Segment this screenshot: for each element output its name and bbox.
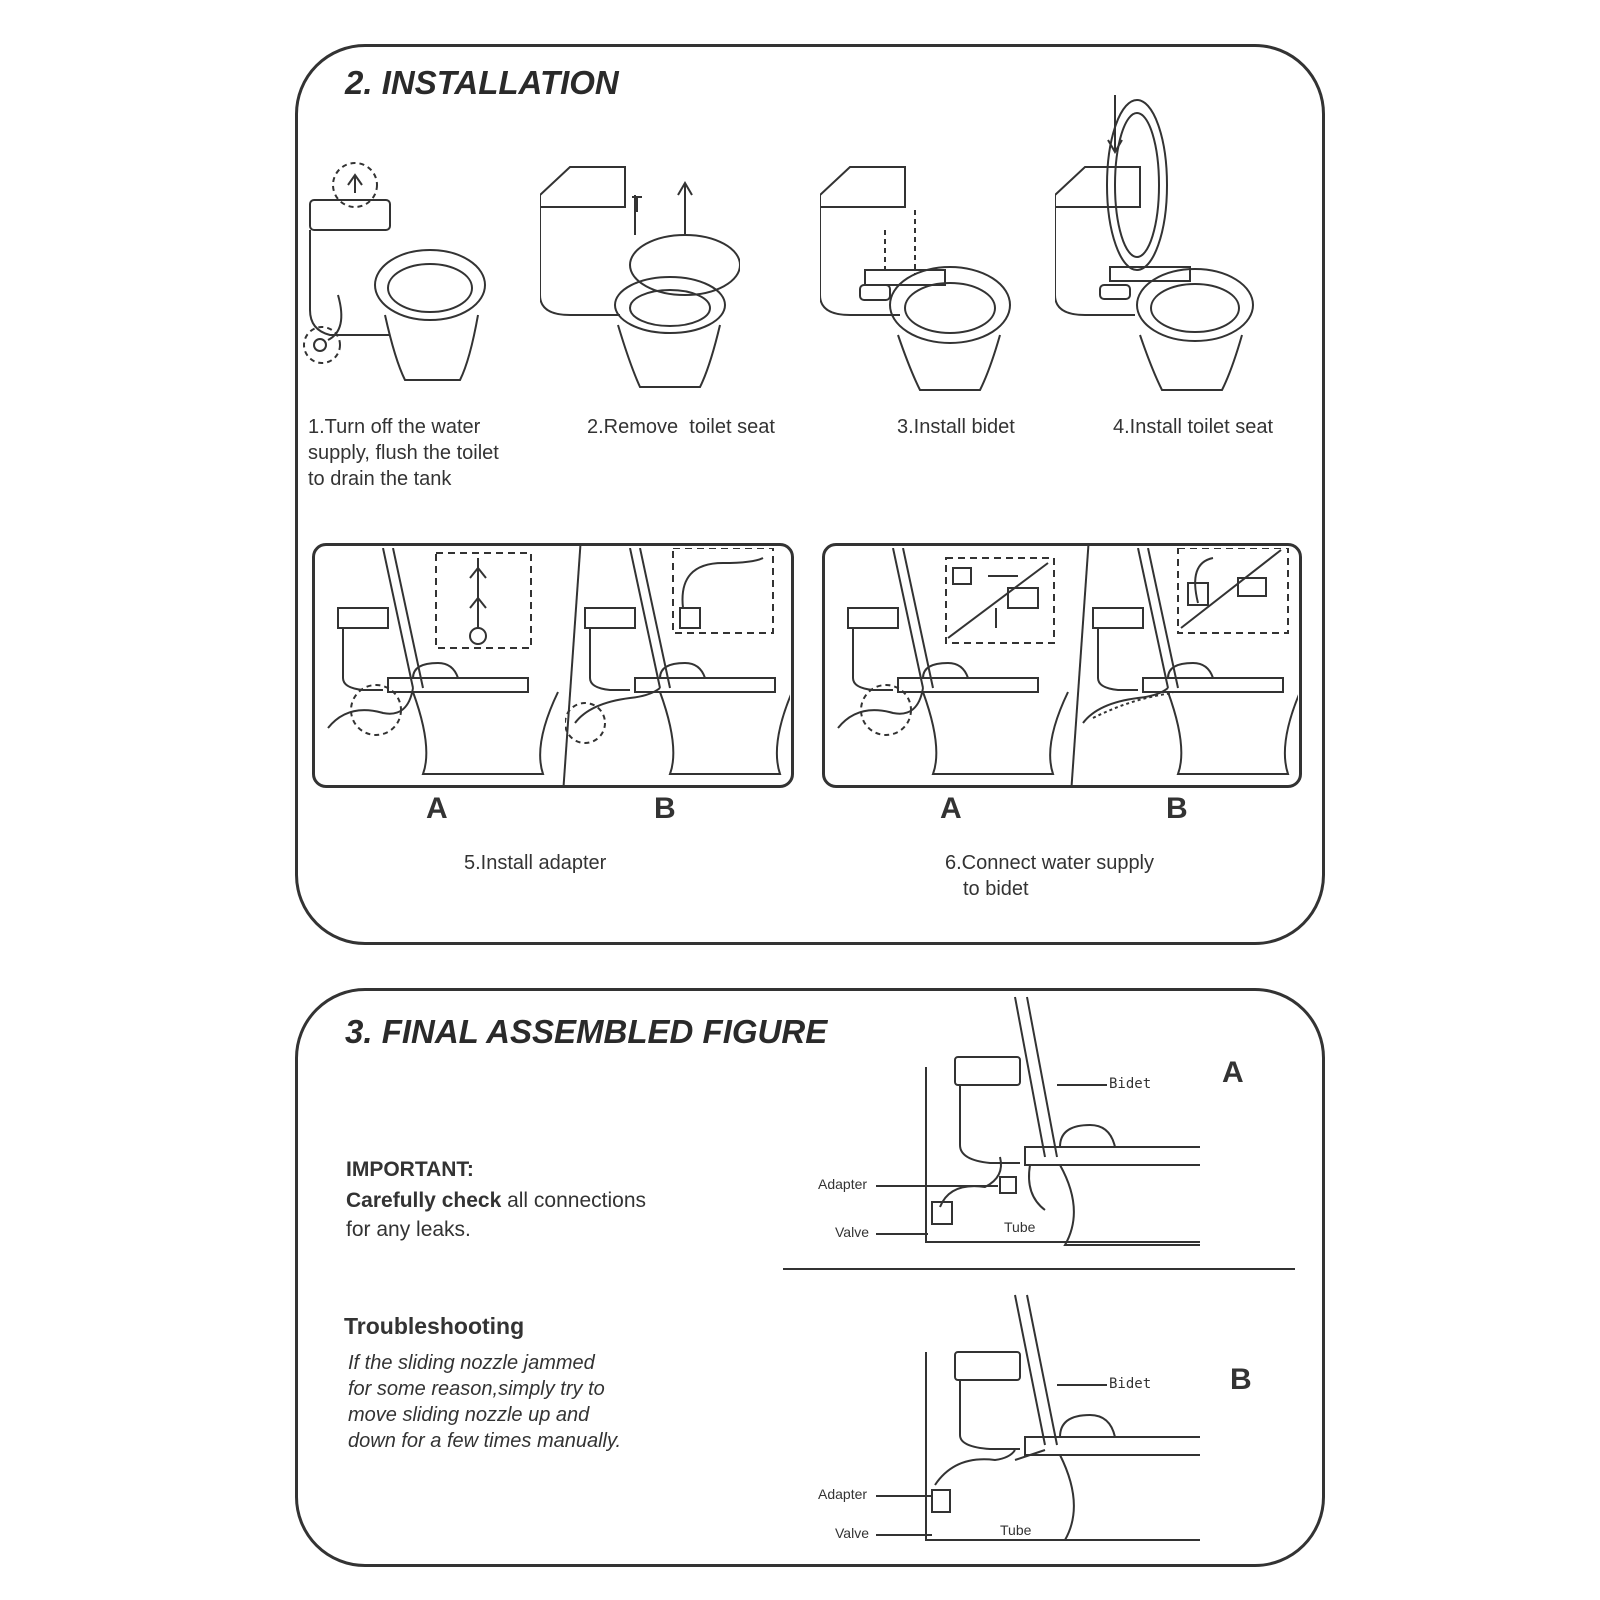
- important-text: Carefully check all connections: [346, 1189, 647, 1212]
- bidet-b-leader: [1057, 1384, 1107, 1386]
- tube-b-label: Tube: [1000, 1522, 1032, 1538]
- step-5-caption: 5.Install adapter: [464, 852, 607, 874]
- bidet-a-leader: [1057, 1084, 1107, 1086]
- install-bidet-illustration: [820, 166, 1011, 391]
- figure-b-letter: B: [1230, 1363, 1252, 1396]
- valve-a-label: Valve: [835, 1224, 869, 1240]
- tube-a-label: Tube: [1004, 1219, 1036, 1235]
- final-title: 3. FINAL ASSEMBLED FIGURE: [345, 1013, 828, 1050]
- step-6-diagram-box: [822, 543, 1302, 788]
- installation-panel: [295, 44, 1325, 945]
- remove-seat-illustration: [540, 166, 740, 388]
- final-assembly-panel: [295, 988, 1325, 1567]
- bidet-b-label: Bidet: [1109, 1376, 1152, 1392]
- step-1-caption: 1.Turn off the water supply, flush the t…: [308, 416, 499, 490]
- troubleshooting-heading: Troubleshooting: [344, 1313, 525, 1339]
- figure-divider: [783, 1268, 1295, 1270]
- adapter-a-leader: [876, 1185, 998, 1187]
- toilet-water-off-illustration: [303, 162, 486, 381]
- bidet-a-label: Bidet: [1109, 1076, 1152, 1092]
- step-6a-illustration: [837, 548, 1069, 775]
- step-6-caption: 6.Connect water supply to bidet: [945, 852, 1155, 900]
- step-6-label-b: B: [1166, 792, 1188, 825]
- adapter-a-label: Adapter: [818, 1176, 868, 1192]
- valve-a-leader: [876, 1233, 928, 1235]
- step-5-diagram-box: [312, 543, 794, 788]
- step-5a-illustration: [327, 548, 559, 775]
- installation-title: 2. INSTALLATION: [345, 64, 619, 101]
- step-3-caption: 3.Install bidet: [897, 416, 1015, 438]
- step-6b-illustration: [1082, 548, 1298, 775]
- final-figure-b-illustration: [925, 1294, 1200, 1541]
- step-5b-illustration: [565, 548, 790, 775]
- step-5-label-a: A: [426, 792, 448, 825]
- adapter-b-label: Adapter: [818, 1486, 868, 1502]
- troubleshooting-text: If the sliding nozzle jammed for some re…: [348, 1352, 622, 1452]
- important-heading: IMPORTANT:: [346, 1158, 474, 1181]
- step-2-caption: 2.Remove toilet seat: [587, 416, 775, 438]
- final-figure-a-illustration: [925, 996, 1200, 1246]
- adapter-b-leader: [876, 1495, 932, 1497]
- important-text-line-2: for any leaks.: [346, 1218, 471, 1241]
- valve-b-leader: [876, 1534, 932, 1536]
- step-6-label-a: A: [940, 792, 962, 825]
- figure-a-letter: A: [1222, 1056, 1244, 1089]
- step-4-caption: 4.Install toilet seat: [1113, 416, 1274, 438]
- step-5-label-b: B: [654, 792, 676, 825]
- valve-b-label: Valve: [835, 1525, 869, 1541]
- install-seat-illustration: [1055, 95, 1254, 391]
